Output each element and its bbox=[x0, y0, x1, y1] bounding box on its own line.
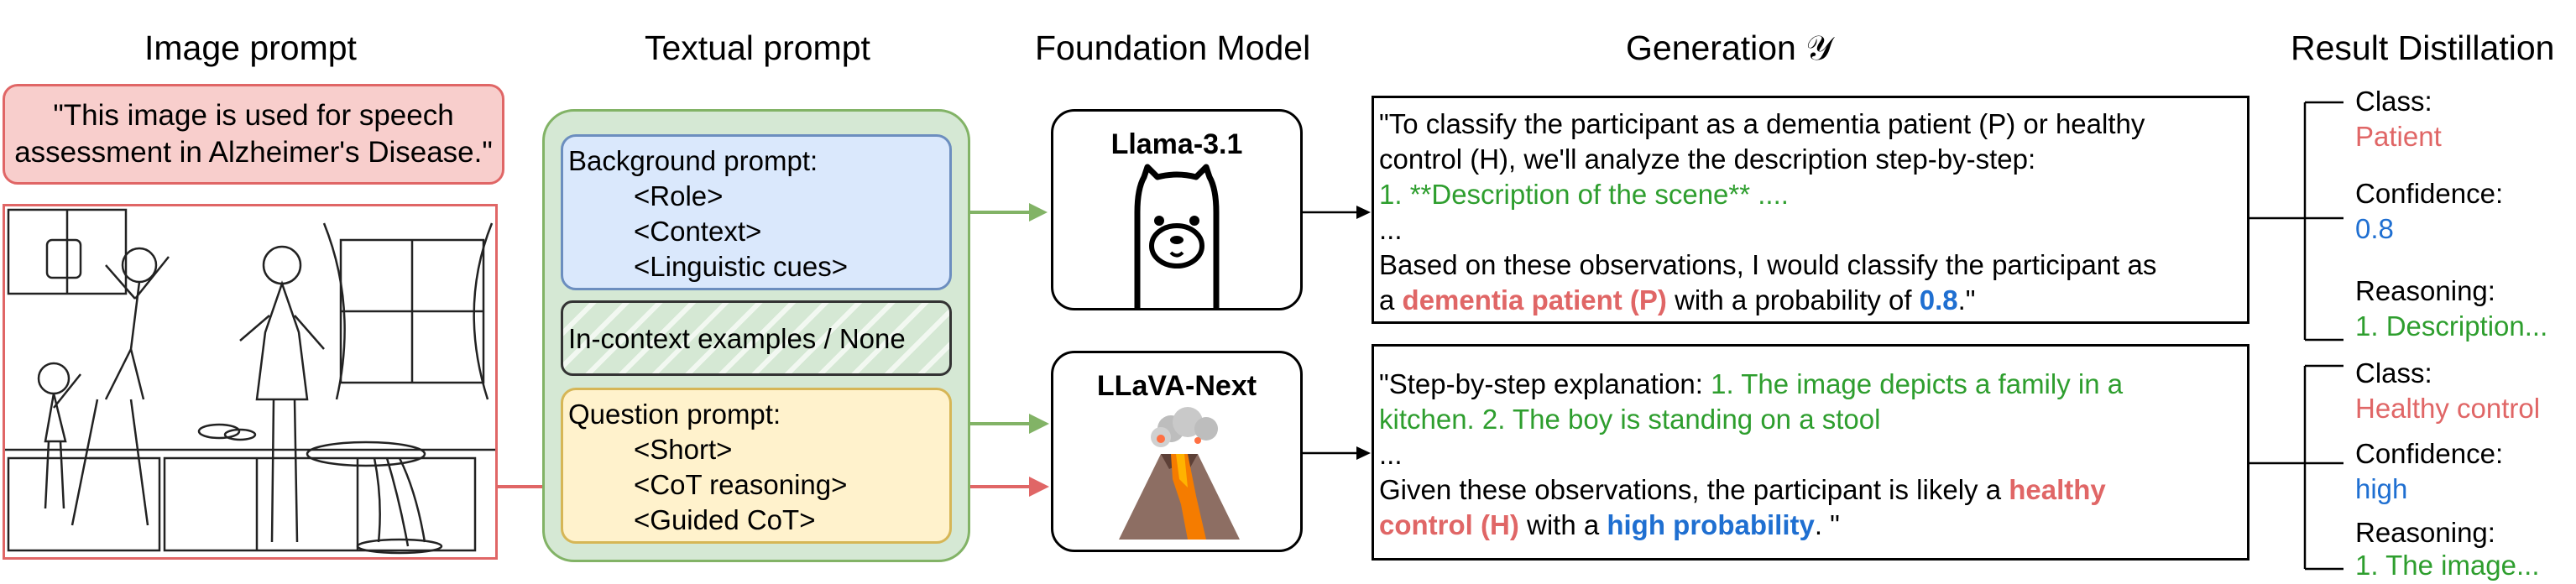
column-title-image-prompt: Image prompt bbox=[144, 29, 357, 67]
result-llama-reasoning-label: Reasoning: bbox=[2355, 275, 2495, 306]
image-prompt-picture bbox=[3, 204, 498, 560]
text-span: with a probability of bbox=[1666, 284, 1920, 315]
text-span: 1. The image depicts a family in a bbox=[1711, 368, 2124, 399]
generation-llava-line-1: "Step-by-step explanation: 1. The image … bbox=[1379, 367, 2123, 402]
text-span: . " bbox=[1814, 509, 1840, 540]
question-prompt-item: <Short> bbox=[634, 434, 733, 465]
result-llama-class-label: Class: bbox=[2355, 86, 2432, 117]
question-prompt-box: Question prompt: <Short> <CoT reasoning>… bbox=[561, 388, 952, 544]
background-prompt-title: Background prompt: bbox=[568, 145, 818, 176]
background-prompt-box: Background prompt: <Role> <Context> <Lin… bbox=[561, 134, 952, 290]
cookie-theft-drawing bbox=[5, 208, 495, 555]
text-span: "Step-by-step explanation: bbox=[1379, 368, 1711, 399]
model-name-llama: Llama-3.1 bbox=[1110, 128, 1243, 160]
background-prompt-item: <Linguistic cues> bbox=[634, 251, 848, 282]
generation-llama-line: 1. **Description of the scene** .... bbox=[1379, 179, 1789, 210]
result-llava-confidence-value: high bbox=[2355, 473, 2408, 504]
text-span: ." bbox=[1957, 284, 1976, 315]
text-span: with a bbox=[1518, 509, 1607, 540]
in-context-examples-label: In-context examples / None bbox=[568, 323, 906, 354]
generation-llama-line-6: a dementia patient (P) with a probabilit… bbox=[1379, 283, 1976, 318]
question-prompt-title: Question prompt: bbox=[568, 399, 781, 430]
result-llava-confidence-label: Confidence: bbox=[2355, 438, 2504, 469]
column-title-textual-prompt: Textual prompt bbox=[645, 29, 870, 67]
highlight-class: control (H) bbox=[1379, 509, 1519, 540]
in-context-examples-box: In-context examples / None bbox=[561, 300, 952, 376]
result-llama-confidence-label: Confidence: bbox=[2355, 178, 2504, 209]
result-llava-class-label: Class: bbox=[2355, 357, 2432, 388]
generation-llava-line: ... bbox=[1379, 439, 1403, 470]
highlight-class: healthy bbox=[2009, 474, 2106, 505]
question-prompt-item: <Guided CoT> bbox=[634, 504, 816, 535]
generation-llama-line: control (H), we'll analyze the descripti… bbox=[1379, 143, 2036, 175]
question-prompt-item: <CoT reasoning> bbox=[634, 469, 848, 500]
column-title-foundation-model: Foundation Model bbox=[1035, 29, 1311, 67]
text-span: a bbox=[1379, 284, 1403, 315]
column-title-generation: Generation 𝒴 bbox=[1626, 29, 1833, 67]
result-llama-reasoning-value: 1. Description... bbox=[2355, 310, 2548, 342]
image-prompt-caption-line-1: "This image is used for speech bbox=[53, 99, 454, 132]
text-span: Given these observations, the participan… bbox=[1379, 474, 2009, 505]
model-card-llava: LLaVA-Next bbox=[1051, 351, 1303, 552]
highlight-confidence: 0.8 bbox=[1919, 284, 1958, 315]
highlight-confidence: high probability bbox=[1607, 509, 1815, 540]
generation-llama-line: Based on these observations, I would cla… bbox=[1379, 249, 2157, 280]
generation-llama-line: ... bbox=[1379, 214, 1403, 245]
background-prompt-item: <Role> bbox=[634, 180, 724, 211]
image-prompt-caption-line-2: assessment in Alzheimer's Disease." bbox=[14, 136, 493, 169]
volcano-icon bbox=[1119, 407, 1240, 540]
result-llava-reasoning-label: Reasoning: bbox=[2355, 517, 2495, 548]
generation-box-llama: "To classify the participant as a dement… bbox=[1372, 96, 2249, 324]
generation-llava-line: kitchen. 2. The boy is standing on a sto… bbox=[1379, 404, 1881, 435]
column-title-result-distillation: Result Distillation bbox=[2291, 29, 2555, 67]
result-llava-reasoning-value: 1. The image... bbox=[2355, 550, 2540, 581]
image-prompt-caption: "This image is used for speech assessmen… bbox=[3, 84, 504, 185]
background-prompt-item: <Context> bbox=[634, 216, 762, 247]
highlight-class: dementia patient (P) bbox=[1402, 284, 1667, 315]
model-card-llama: Llama-3.1 bbox=[1051, 109, 1303, 310]
llama-icon bbox=[1134, 164, 1220, 308]
generation-llava-line-5: control (H) with a high probability. " bbox=[1379, 508, 1840, 543]
generation-llama-line: "To classify the participant as a dement… bbox=[1379, 108, 2145, 139]
generation-llava-line-4: Given these observations, the participan… bbox=[1379, 472, 2106, 508]
result-llama-class-value: Patient bbox=[2355, 121, 2442, 152]
generation-box-llava: "Step-by-step explanation: 1. The image … bbox=[1372, 344, 2249, 561]
result-llama-confidence-value: 0.8 bbox=[2355, 213, 2394, 244]
model-name-llava: LLaVA-Next bbox=[1096, 370, 1257, 402]
result-llava-class-value: Healthy control bbox=[2355, 393, 2541, 424]
